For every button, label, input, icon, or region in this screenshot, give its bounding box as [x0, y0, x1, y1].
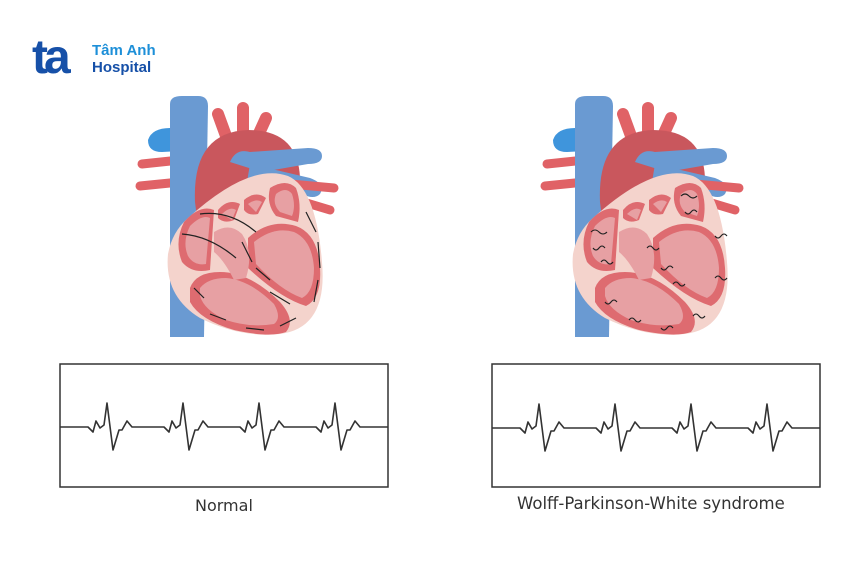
- logo-line-1: Tâm Anh: [92, 42, 156, 59]
- normal-heart-illustration: [130, 92, 350, 342]
- logo-mark: ta: [32, 31, 71, 84]
- chaotic-conduction-icon: [590, 193, 728, 331]
- wpw-caption: Wolff-Parkinson-White syndrome: [517, 494, 785, 513]
- logo-wordmark: Tâm Anh Hospital: [92, 42, 156, 76]
- normal-ecg-strip: [59, 363, 389, 488]
- wpw-ecg-strip: [491, 363, 821, 488]
- hospital-logo: ta Tâm Anh Hospital: [32, 31, 172, 84]
- ecg-trace: [60, 402, 388, 451]
- normal-caption: Normal: [195, 496, 253, 515]
- conduction-arrows-icon: [181, 211, 321, 331]
- logo-line-2: Hospital: [92, 59, 152, 76]
- wpw-heart-illustration: [535, 92, 755, 342]
- ecg-trace: [492, 403, 820, 452]
